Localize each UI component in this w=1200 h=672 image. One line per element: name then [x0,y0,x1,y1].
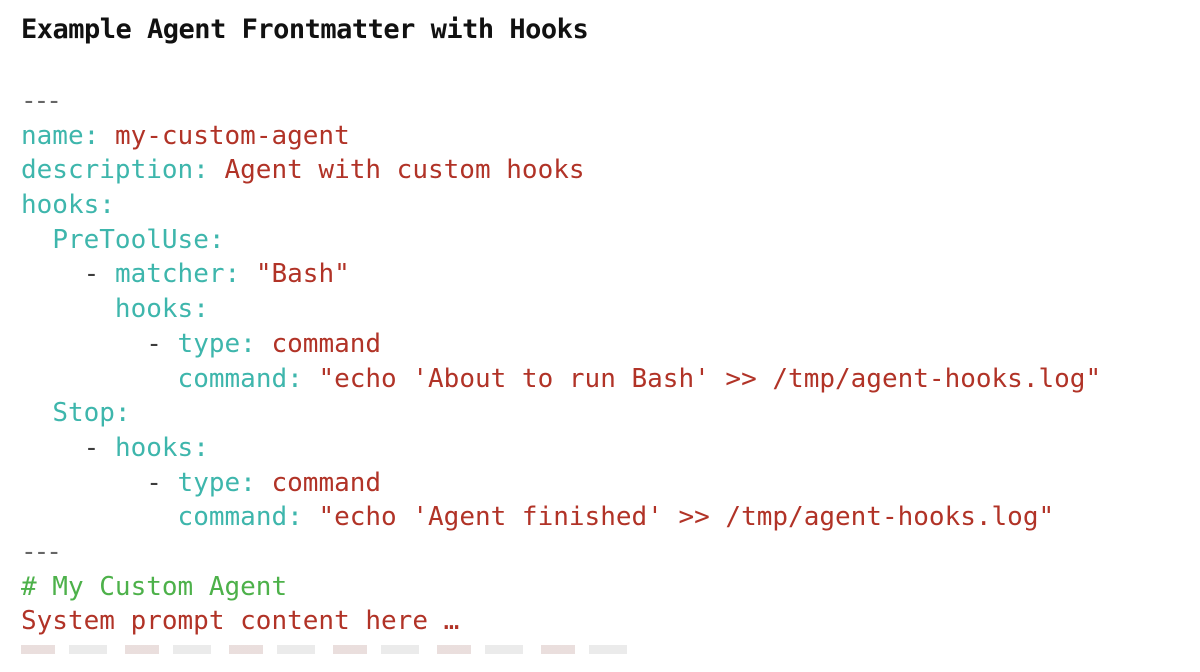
code-segment-key: type: [177,467,256,498]
code-line: command: "echo 'About to run Bash' >> /t… [21,362,1102,397]
code-line: --- [21,84,1101,119]
code-segment-value: command [271,328,382,359]
code-segment-plain [21,364,178,394]
code-segment-plain [21,502,178,532]
code-line: System prompt content here … [21,604,1101,639]
code-segment-key: Stop: [52,398,131,429]
code-segment-key: hooks: [114,294,209,325]
code-line: Stop: [21,396,1101,431]
code-segment-key: description: [21,155,209,186]
code-line: command: "echo 'Agent finished' >> /tmp/… [21,500,1101,535]
code-segment-plain [21,225,52,255]
code-segment-plain [256,329,272,359]
code-line: - type: command [21,466,1101,501]
code-segment-value: command [271,467,382,498]
code-line: name: my-custom-agent [21,119,1101,154]
code-segment-value: my-custom-agent [114,120,350,151]
code-line: description: Agent with custom hooks [21,153,1101,188]
code-line: hooks: [21,292,1101,327]
code-segment-plain [21,433,84,463]
code-segment-punctuation: - [146,467,178,498]
code-line: - matcher: "Bash" [21,257,1101,292]
code-segment-plain [21,294,115,324]
code-line: - hooks: [21,431,1101,466]
code-segment-key: hooks: [114,432,209,463]
code-line: - type: command [21,327,1101,362]
code-segment-plain [303,364,319,394]
code-line: hooks: [21,188,1101,223]
code-segment-plain [21,398,52,428]
code-segment-plain [21,468,146,498]
code-segment-value: "Bash" [255,259,350,290]
code-segment-plain [99,121,115,151]
code-line: # My Custom Agent [21,570,1101,605]
code-segment-plain [21,329,146,359]
code-segment-plain [256,468,272,498]
code-segment-punctuation: - [83,259,115,290]
code-segment-delimiter: --- [21,86,62,116]
code-segment-key: command: [177,363,303,394]
code-segment-value: Agent with custom hooks [224,155,585,186]
clipped-text-remnant [21,645,641,654]
code-segment-value: System prompt content here … [21,606,460,637]
code-segment-value: "echo 'Agent finished' >> /tmp/agent-hoo… [318,502,1055,533]
code-segment-key: matcher: [114,259,241,290]
code-line: --- [21,535,1101,570]
code-segment-key: name: [21,120,100,151]
code-segment-heading: # My Custom Agent [21,571,288,602]
code-line: PreToolUse: [21,223,1101,258]
code-segment-plain [303,502,319,532]
code-segment-plain [240,259,256,289]
code-segment-plain [209,155,225,185]
code-segment-value: "echo 'About to run Bash' >> /tmp/agent-… [318,363,1102,394]
code-segment-key: PreToolUse: [52,224,225,255]
page-title: Example Agent Frontmatter with Hooks [21,14,589,45]
code-segment-key: hooks: [21,190,115,221]
code-segment-punctuation: - [83,432,115,463]
code-segment-key: type: [177,328,256,359]
code-segment-plain [21,259,84,289]
code-segment-delimiter: --- [21,536,62,567]
code-segment-punctuation: - [146,328,178,359]
code-segment-key: command: [177,502,303,533]
